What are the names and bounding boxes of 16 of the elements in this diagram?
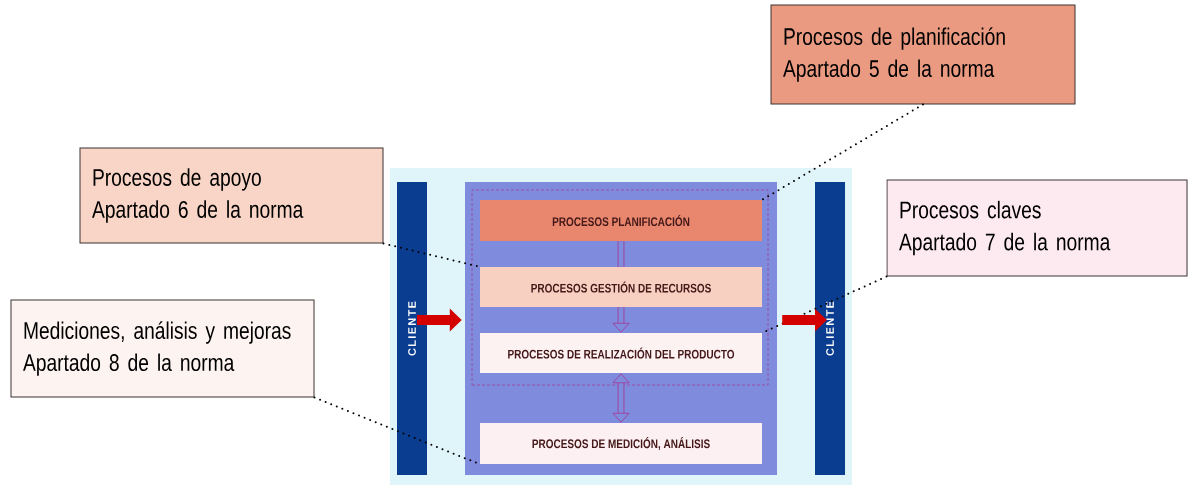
- vertical-bar: CLIENTE: [815, 182, 845, 475]
- callout-box: Mediciones, análisis y mejoras Apartado 8 de la norma: [10, 299, 315, 398]
- hollow-arrow: [612, 373, 630, 423]
- double-line: [617, 241, 625, 267]
- process-box: PROCESOS PLANIFICACIÓN: [480, 200, 762, 241]
- hollow-arrow: [612, 307, 630, 333]
- callout-box: Procesos claves Apartado 7 de la norma: [886, 179, 1188, 277]
- callout-box: Procesos de planificación Apartado 5 de la norma: [770, 4, 1076, 105]
- process-box: PROCESOS DE MEDICIÓN, ANÁLISIS: [480, 423, 762, 464]
- dashed-frame: [471, 189, 769, 386]
- process-box: PROCESOS GESTIÓN DE RECURSOS: [480, 267, 762, 307]
- leader-line: [382, 242, 481, 268]
- leader-line: [761, 103, 924, 201]
- vertical-bar: CLIENTE: [397, 182, 427, 475]
- process-box: PROCESOS DE REALIZACIÓN DEL PRODUCTO: [480, 333, 762, 373]
- callout-box: Procesos de apoyo Apartado 6 de la norma: [79, 147, 384, 244]
